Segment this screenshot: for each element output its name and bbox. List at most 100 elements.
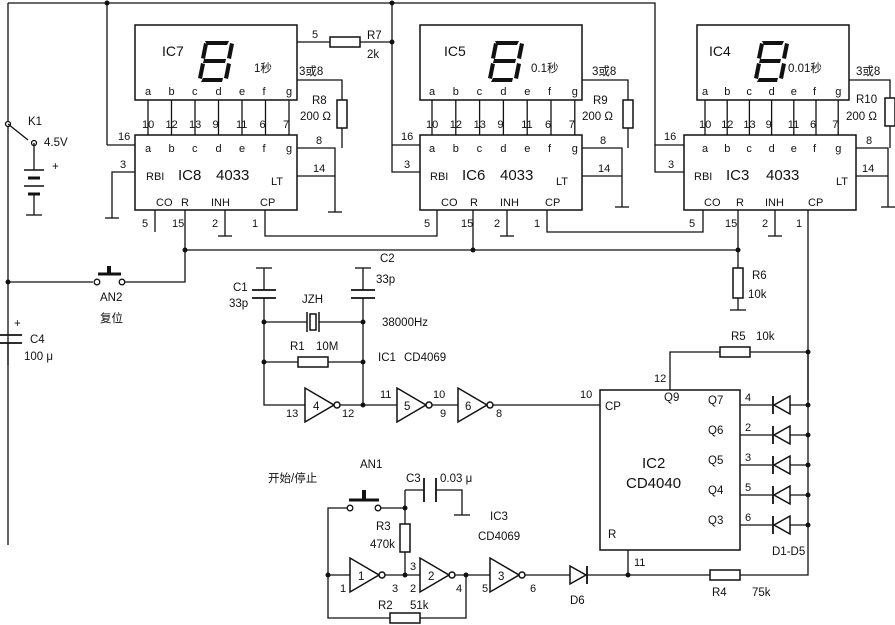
capacitor-name: C3: [406, 473, 421, 485]
crystal-frequency: 38000Hz: [382, 317, 428, 329]
segment-pin-number: 6: [260, 119, 266, 131]
power-switch-k1: K1 4.5V: [4, 116, 68, 149]
diode: [772, 514, 791, 536]
pin-number: 15: [461, 218, 473, 230]
segment-select: 3或8: [592, 65, 616, 78]
pin-number: 8: [866, 135, 872, 147]
button-caption: 复位: [100, 311, 123, 325]
resistor-value: 10k: [748, 289, 767, 301]
reset-button-an2: AN2 复位: [5, 266, 126, 325]
segment-label: b: [169, 86, 175, 98]
switch-name: K1: [28, 116, 42, 128]
diode-group-label: D1-D5: [772, 546, 805, 558]
resistor-r10: 3或8 R10 200 Ω: [846, 65, 895, 148]
segment-label: d: [216, 143, 222, 155]
gate-number: 6: [465, 401, 471, 413]
pin-label: CP: [808, 197, 823, 209]
resistor-value: 75k: [752, 587, 771, 599]
pin-label: CP: [545, 197, 560, 209]
segment-pin-number: 10: [142, 119, 154, 131]
diode: [772, 454, 791, 476]
pin-number: 16: [118, 131, 130, 143]
segment-pin-number: 13: [189, 119, 201, 131]
pin-number: 3: [120, 159, 126, 171]
resistor-name: R6: [752, 270, 767, 282]
display-name: IC7: [162, 43, 184, 59]
pin-number: 16: [401, 131, 413, 143]
ic-chip: 4033: [766, 167, 799, 184]
pin-label: LT: [836, 176, 848, 188]
gate-number: 3: [498, 571, 504, 583]
diode-label: D6: [570, 595, 585, 607]
segment-label: e: [239, 143, 245, 155]
seven-segment-digit: [754, 41, 789, 82]
resistor-value: 200 Ω: [846, 111, 877, 123]
ic-chip: CD4040: [626, 475, 681, 492]
pin-number: 10: [433, 389, 445, 401]
ic-chip: 4033: [500, 167, 533, 184]
segment-label: g: [286, 86, 292, 98]
display-name: IC5: [444, 43, 466, 59]
segment-pin-number: 10: [699, 119, 711, 131]
pin-number: 5: [142, 218, 148, 230]
segment-label: d: [500, 86, 506, 98]
segment-pin-number: 12: [721, 119, 733, 131]
pin-number: 11: [634, 557, 645, 569]
resistor-name: R8: [312, 95, 327, 107]
segment-label: g: [835, 143, 841, 155]
display-ic5: IC5 0.1秒: [419, 24, 583, 101]
segment-label: a: [145, 86, 152, 98]
diode: [772, 394, 791, 416]
display-caption: 0.1秒: [531, 61, 559, 75]
resistor-name: R2: [378, 600, 393, 612]
junction-dot: [805, 492, 811, 498]
pin-number: 2: [745, 422, 751, 434]
segment-label: e: [524, 86, 530, 98]
segment-wires: a10ab12bc13cd9de11ef6fg7ga10ab12bc13cd9d…: [142, 86, 841, 155]
counter-ic6: RBI IC6 4033 LT CO R INH CP: [419, 134, 583, 211]
resistor-r9: 3或8 R9 200 Ω: [582, 65, 634, 148]
pin-number: 5: [312, 29, 318, 41]
segment-label: b: [724, 86, 730, 98]
pin-number: 1: [340, 583, 346, 595]
segment-label: g: [835, 86, 841, 98]
pin-number: 3: [392, 583, 398, 595]
pin-number: 8: [316, 135, 322, 147]
pin-label: LT: [556, 176, 568, 188]
segment-label: b: [453, 143, 459, 155]
ic-chip: CD4069: [478, 531, 520, 543]
pin-number: 5: [745, 482, 751, 494]
ic-chip: CD4069: [404, 352, 446, 364]
oscillator: C1 33p C2 33p JZH 38000Hz R1 10M IC1 CD4…: [229, 253, 600, 424]
gate-number: 4: [313, 401, 320, 413]
counter-side-pins: 16 3 8 14 16 3 8 14 16 3 8 14: [105, 131, 895, 219]
segment-label: f: [263, 143, 267, 155]
segment-label: b: [453, 86, 459, 98]
junction-dot: [805, 402, 811, 408]
segment-pin-number: 7: [283, 119, 289, 131]
button-name: AN2: [100, 292, 122, 304]
segment-pin-number: 6: [545, 119, 551, 131]
segment-label: a: [702, 86, 709, 98]
pin-number: 1: [796, 218, 802, 230]
segment-label: f: [548, 143, 552, 155]
segment-pin-number: 6: [810, 119, 816, 131]
pin-label: R: [181, 197, 189, 209]
counter-bottom-pins: 5 15 2 1 5 15 2 1 5 15 2 1: [125, 210, 809, 400]
segment-pin-number: 10: [426, 119, 438, 131]
polarity-plus: +: [14, 318, 21, 330]
segment-pin-number: 9: [766, 119, 772, 131]
segment-pin-number: 7: [832, 119, 838, 131]
resistor-value: 200 Ω: [300, 111, 331, 123]
segment-label: d: [216, 86, 222, 98]
junction-dot: [805, 462, 811, 468]
segment-label: d: [500, 143, 506, 155]
resistor-name: R1: [290, 341, 305, 353]
ic-name: IC2: [642, 455, 665, 472]
pin-label: Q9: [664, 392, 679, 404]
pin-number: 5: [689, 218, 695, 230]
segment-label: a: [145, 143, 152, 155]
segment-label: f: [548, 86, 552, 98]
segment-label: g: [572, 86, 578, 98]
resistor-value: 470k: [370, 539, 395, 551]
